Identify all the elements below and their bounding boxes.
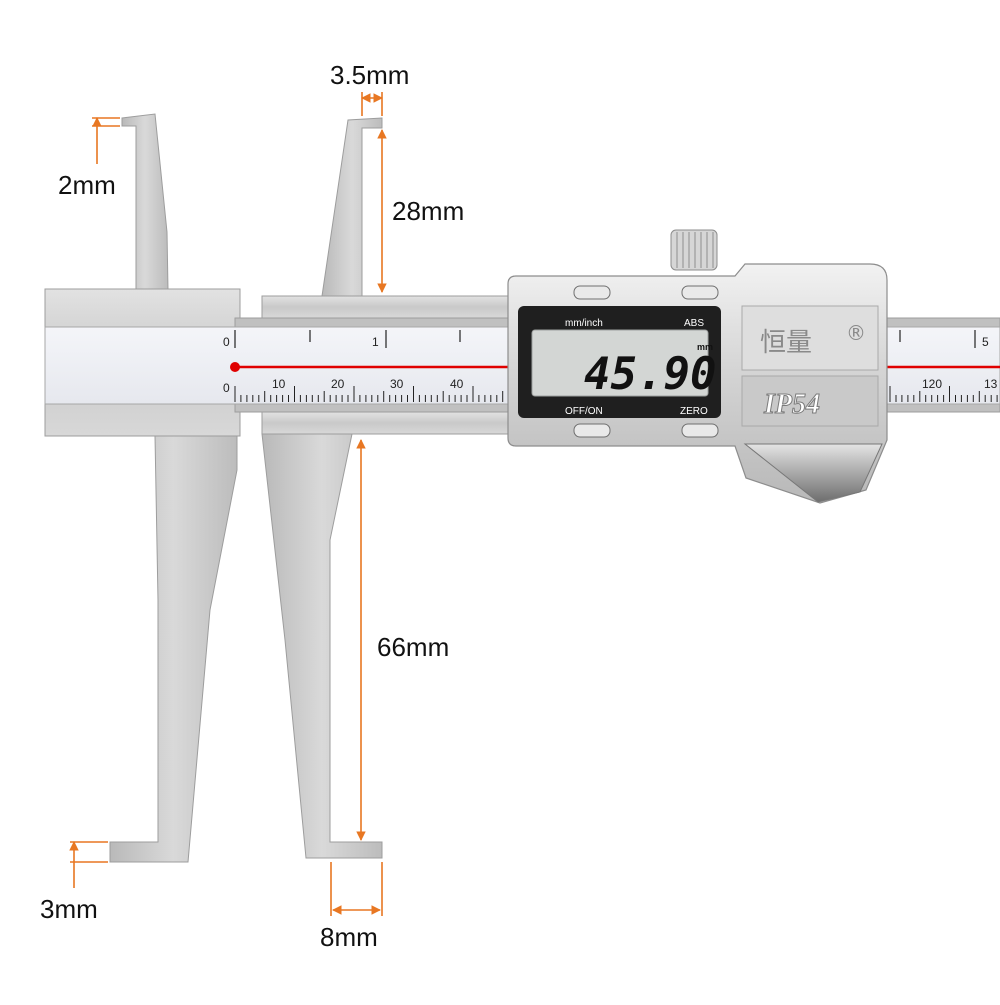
- off-on-button[interactable]: [573, 423, 611, 438]
- dimension-label-3-5mm: 3.5mm: [330, 60, 410, 90]
- brand-panel: [741, 305, 879, 371]
- zero-label: ZERO: [680, 406, 708, 417]
- lower-tick-120: 120: [922, 377, 942, 391]
- lower-tick-10: 10: [272, 377, 286, 391]
- registered-mark: ®: [846, 321, 866, 345]
- lower-scale-ticks: [234, 386, 998, 402]
- lower-tick-0: 0: [223, 381, 230, 395]
- sliding-jaw: [261, 117, 383, 859]
- dimension-label-66mm: 66mm: [377, 632, 450, 662]
- lcd-reading-unit: mm: [697, 342, 713, 352]
- top-left-button[interactable]: [573, 285, 611, 300]
- lcd-reading: 45.90: [584, 349, 716, 400]
- fixed-jaw: [44, 113, 241, 863]
- off-on-label: OFF/ON: [565, 406, 603, 417]
- ip-rating: IP54: [763, 389, 820, 420]
- brand-logo: 恒量: [760, 328, 812, 358]
- lower-tick-40: 40: [450, 377, 464, 391]
- dimension-label-8mm: 8mm: [320, 922, 378, 952]
- thumb-wheel[interactable]: [670, 229, 718, 271]
- upper-tick-0: 0: [223, 335, 230, 349]
- depth-pointer: [743, 443, 883, 503]
- unit-toggle-label: mm/inch: [565, 318, 603, 329]
- lower-tick-13: 13: [984, 377, 998, 391]
- dimension-label-3mm: 3mm: [40, 894, 98, 924]
- beam: [44, 295, 1000, 435]
- rating-panel: [741, 375, 879, 427]
- top-right-button[interactable]: [681, 285, 719, 300]
- dimension-lines: [69, 92, 387, 916]
- dimension-label-28mm: 28mm: [392, 196, 465, 226]
- abs-label: ABS: [684, 318, 704, 329]
- dimension-label-2mm: 2mm: [58, 170, 116, 200]
- upper-scale-ticks: [234, 330, 976, 348]
- upper-tick-5: 5: [982, 335, 989, 349]
- indicator-dot: [230, 362, 240, 372]
- display-housing: [507, 229, 888, 504]
- lower-tick-30: 30: [390, 377, 404, 391]
- lower-tick-20: 20: [331, 377, 345, 391]
- lcd-screen: [531, 329, 709, 397]
- zero-button[interactable]: [681, 423, 719, 438]
- upper-tick-1: 1: [372, 335, 379, 349]
